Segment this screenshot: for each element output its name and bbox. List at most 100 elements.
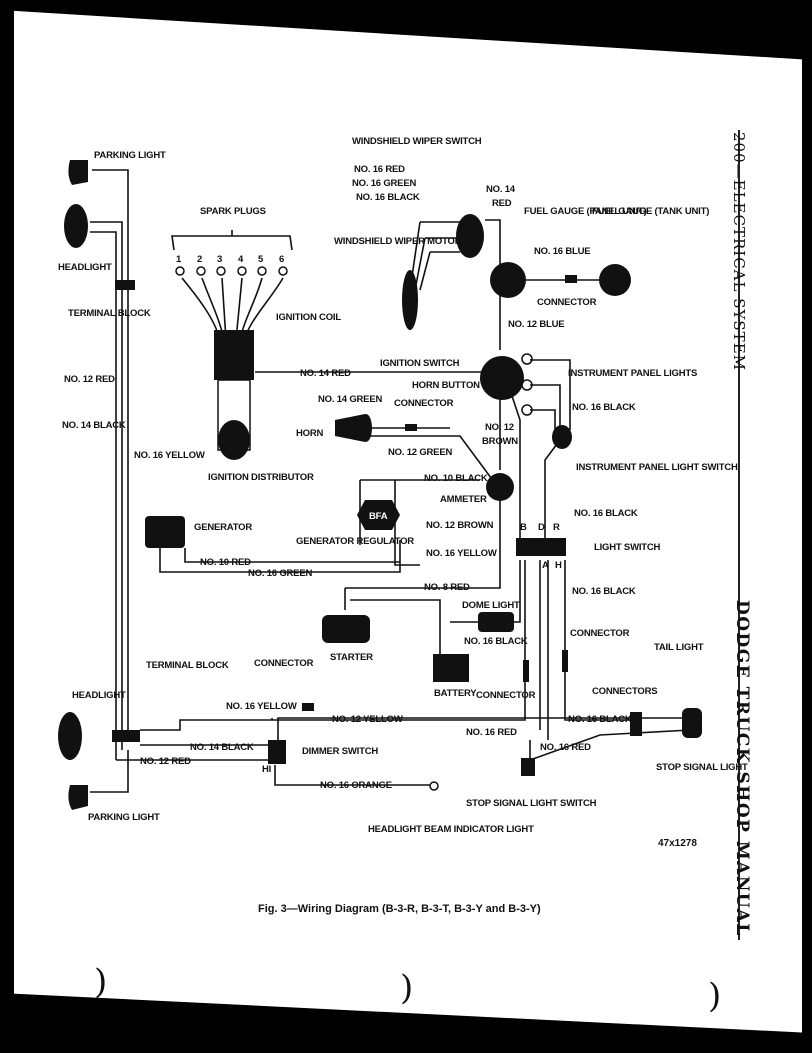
wire-no16-red-stop [529,729,691,762]
wire-no16-orange [274,765,430,786]
horn-connector-icon [405,424,417,431]
connector-battery-icon [523,660,529,682]
wiper-motor-icon [402,270,418,330]
headlight-beam-indicator-icon [429,781,439,791]
label-parking-light-top: PARKING LIGHT [94,150,166,161]
label-parking-light-bottom: PARKING LIGHT [88,812,160,823]
label-connector-mid: CONNECTOR [570,628,630,639]
wire-headlight-top-2 [90,231,117,760]
labels: PARKING LIGHT HEADLIGHT TERMINAL BLOCK S… [58,136,748,835]
label-connector-bottom: CONNECTOR [254,658,314,669]
generator-regulator-icon [357,500,400,530]
instrument-light-2 [521,379,533,391]
wire-label-no16-orange: NO. 16 ORANGE [320,780,392,791]
label-stop-signal-switch: STOP SIGNAL LIGHT SWITCH [466,798,597,809]
spark-plug-bracket [171,235,293,251]
label-connectors: CONNECTORS [592,686,657,697]
wire-label-no16-black-dome: NO. 16 BLACK [464,636,528,647]
figure-number: 47x1278 [658,838,697,849]
label-connector-battery: CONNECTOR [476,690,536,701]
instrument-light-switch-icon [552,425,572,449]
wire-plug-4 [235,277,243,341]
parking-light-top-icon [68,160,88,185]
terminal-block-top-icon [115,280,135,290]
label-stop-signal-light: STOP SIGNAL LIGHT [656,762,748,773]
label-terminal-block-top: TERMINAL BLOCK [68,308,151,319]
wire-plug-3 [221,277,227,341]
label-spark-plugs: SPARK PLUGS [200,206,266,217]
label-dimmer-switch: DIMMER SWITCH [302,746,378,757]
wire-no12-green [370,435,501,491]
label-ammeter: AMMETER [440,494,487,505]
light-switch-terminal-a: A [542,560,549,571]
wire-label-brown: BROWN [482,436,518,447]
wire-label-no16-green: NO. 16 GREEN [352,178,416,189]
wire-label-no12-red: NO. 12 RED [64,374,115,385]
wire-label-no16-black-tail: NO. 16 BLACK [568,714,632,725]
label-headlight-top: HEADLIGHT [58,262,112,273]
spark-plug-6: 6 [279,254,284,265]
spark-plug-4: 4 [238,254,244,265]
light-switch-icon [516,538,566,556]
components [58,160,702,810]
starter-icon [322,615,370,643]
label-fuel-gauge-panel: FUEL GAUGE (PANEL UNIT) [524,206,647,217]
stop-signal-switch-icon [521,758,535,776]
scan-border-left [0,0,14,1053]
light-switch-terminal-d: D [538,522,545,533]
label-horn: HORN [296,428,324,439]
label-generator: GENERATOR [194,522,252,533]
parking-light-bottom-icon [68,785,88,810]
light-switch-terminal-h: H [555,560,562,571]
wire-label-no16-black: NO. 16 BLACK [356,192,420,203]
label-connector-fuel: CONNECTOR [537,297,597,308]
generator-icon [145,516,185,548]
wire-label-no16-blue: NO. 16 BLUE [534,246,590,257]
light-switch-terminal-b: B [520,522,527,533]
wire-battery [350,599,441,660]
wire-no16-black-ipls [544,439,561,540]
binding-mark-2: ) [400,968,414,1008]
label-bfa: BFA [369,511,388,522]
label-ignition-switch: IGNITION SWITCH [380,358,460,369]
wire-label-no16-red-1: NO. 16 RED [466,727,517,738]
wire-no10-red [184,548,400,563]
wire-label-no12: NO. 12 [485,422,514,433]
page-margin-rule [738,130,740,940]
label-ignition-coil: IGNITION COIL [276,312,341,323]
headlight-top-icon [64,204,88,248]
binding-mark-3: ) [708,976,722,1016]
label-dome-light: DOME LIGHT [462,600,520,611]
wire-label-no12-blue: NO. 12 BLUE [508,319,564,330]
terminal-block-bottom-icon [112,730,140,742]
label-wiper-switch: WINDSHIELD WIPER SWITCH [352,136,482,147]
wire-label-no16-yellow-bottom: NO. 16 YELLOW [226,701,297,712]
wire-no12-yellow [277,717,690,745]
connector-icon [565,275,577,283]
wire-label-no12-green: NO. 12 GREEN [388,447,452,458]
wire-label-no12-yellow: NO. 12 YELLOW [332,714,403,725]
wire-headlight-top-1 [90,221,123,750]
wire-label-no14-black: NO. 14 BLACK [62,420,126,431]
wire-no8-red [345,500,501,589]
label-horn-button: HORN BUTTON [412,380,480,391]
horn-icon [335,414,365,442]
wire-label-no16-black-lights: NO. 16 BLACK [572,402,636,413]
horn-terminal [360,414,372,442]
wire-label-no14-red: NO. 14 RED [300,368,351,379]
label-dimmer-hi: HI [262,764,271,775]
connector-mid-icon [562,650,568,672]
spark-plug-5: 5 [258,254,264,265]
label-starter: STARTER [330,652,373,663]
label-headlight-beam-indicator: HEADLIGHT BEAM INDICATOR LIGHT [368,824,534,835]
fuel-gauge-tank-icon [599,264,631,296]
label-instrument-panel-lights: INSTRUMENT PANEL LIGHTS [568,368,697,379]
label-wiper-motor: WINDSHIELD WIPER MOTOR [334,236,462,247]
wire-label-no16-yellow-left: NO. 16 YELLOW [134,450,205,461]
wire-label-no10-black: NO. 10 BLACK [424,473,488,484]
label-terminal-block-bottom: TERMINAL BLOCK [146,660,229,671]
wire-label-no16-black-ls: NO. 16 BLACK [572,586,636,597]
wire-label-no14-black-bottom: NO. 14 BLACK [190,742,254,753]
ignition-coil-icon [214,330,254,380]
instrument-light-3 [521,404,533,416]
